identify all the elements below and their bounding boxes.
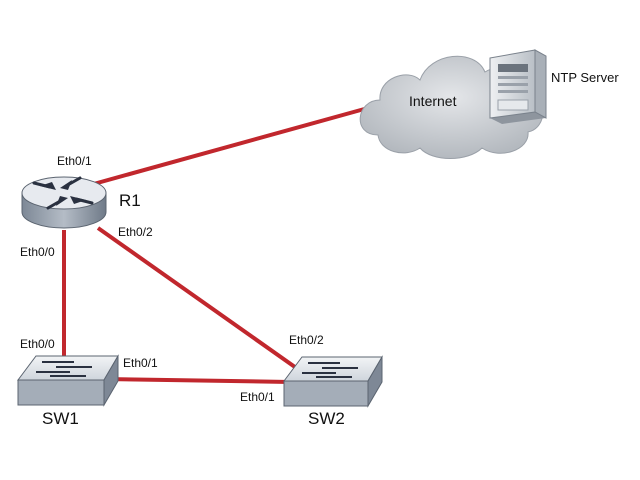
port-label-sw2-eth0-1: Eth0/1 — [240, 390, 275, 404]
switch-sw1-label: SW1 — [42, 409, 79, 428]
link-sw1-sw2 — [103, 377, 291, 384]
switch-icon — [17, 354, 119, 407]
router-icon — [21, 176, 107, 229]
link-r1-internet — [89, 106, 369, 187]
router-r1-label: R1 — [119, 191, 141, 210]
internet-label: Internet — [409, 93, 457, 109]
port-label-sw1-eth0-1: Eth0/1 — [123, 356, 158, 370]
port-label-sw2-eth0-2: Eth0/2 — [289, 333, 324, 347]
links — [62, 106, 369, 384]
ntp-server-label: NTP Server — [551, 70, 619, 85]
link-r1-sw2 — [96, 226, 304, 374]
server-tower-icon — [489, 49, 547, 124]
port-label-r1-eth0-0: Eth0/0 — [20, 245, 55, 259]
switch-icon — [283, 355, 383, 408]
switch-sw2-label: SW2 — [308, 409, 345, 428]
port-label-sw1-eth0-0: Eth0/0 — [20, 337, 55, 351]
port-label-r1-eth0-1: Eth0/1 — [57, 154, 92, 168]
port-label-r1-eth0-2: Eth0/2 — [118, 225, 153, 239]
